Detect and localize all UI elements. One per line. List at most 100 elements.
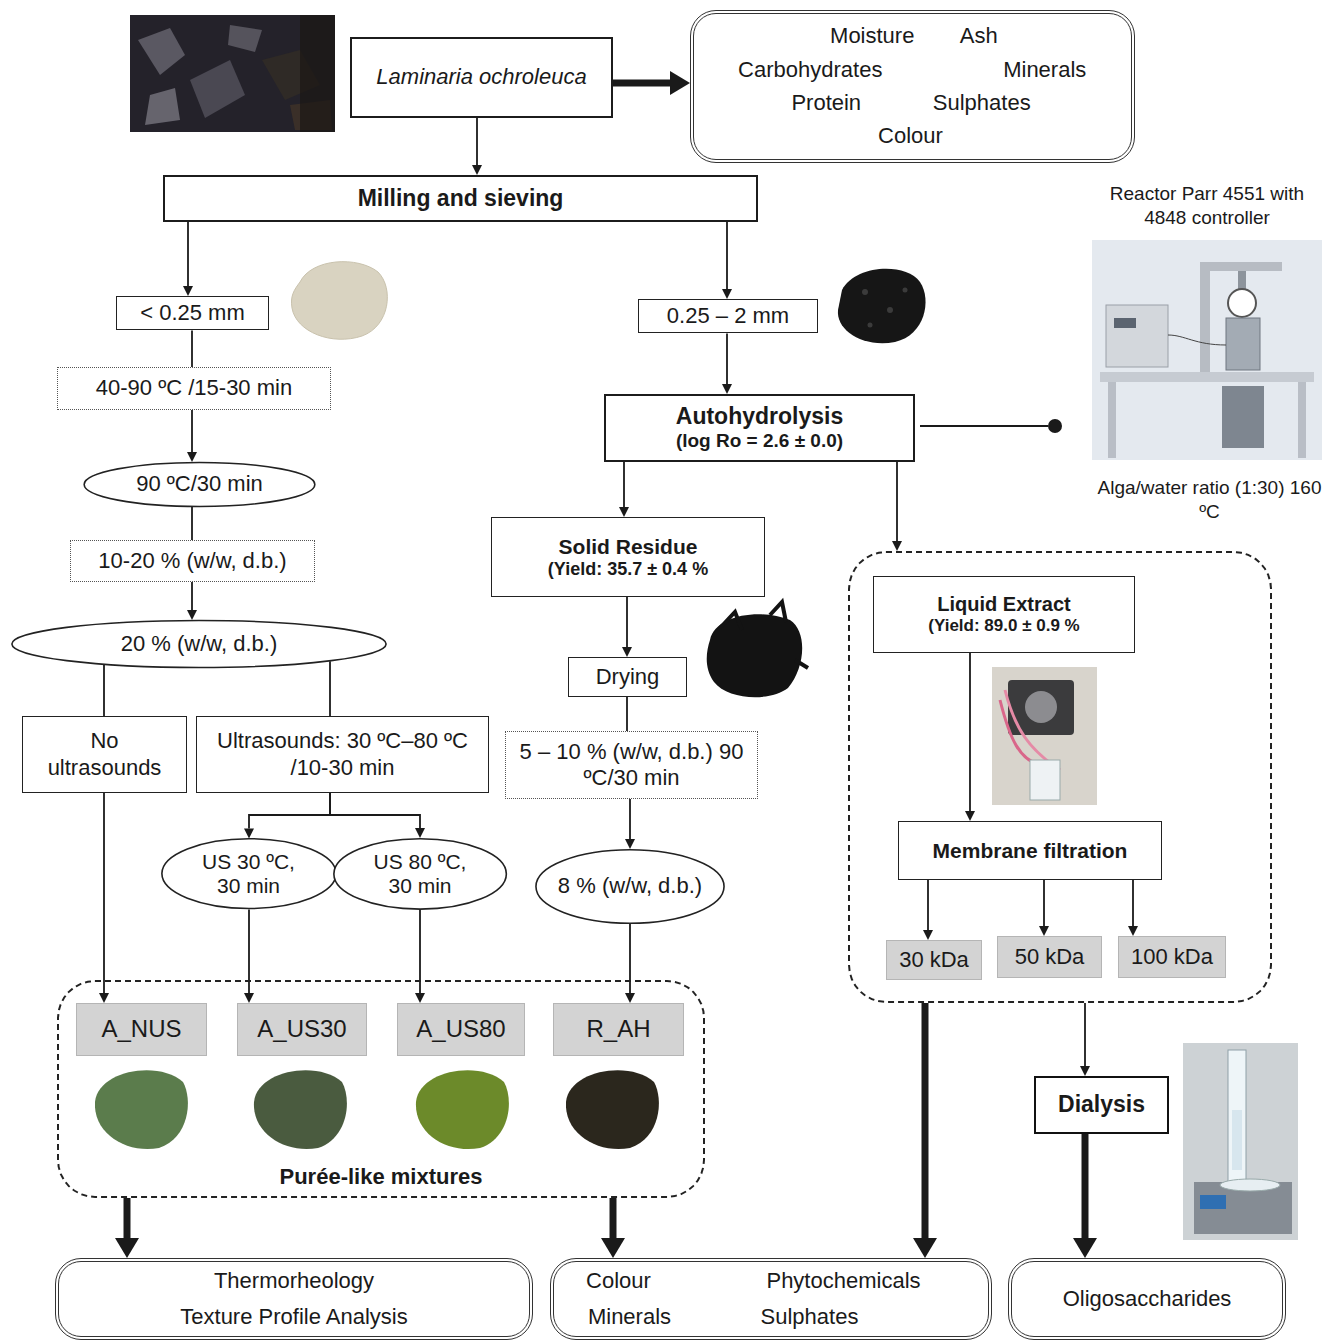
sample-label: R_AH xyxy=(553,1003,684,1056)
granule xyxy=(903,288,908,293)
node-text: Dialysis xyxy=(1058,1091,1145,1119)
node-text: 5 – 10 % (w/w, d.b.) 90 ºC/30 min xyxy=(519,739,744,792)
granule-pile xyxy=(838,269,926,343)
node-text: No ultrasounds xyxy=(40,728,170,781)
flow-arrow xyxy=(191,507,193,540)
bench-top xyxy=(1100,372,1314,382)
granule xyxy=(887,307,893,313)
node-text: Sulphates xyxy=(933,90,1031,116)
reactor-vessel xyxy=(1226,318,1260,370)
condition-box: 10-20 % (w/w, d.b.) xyxy=(70,540,315,582)
node-text: (log Ro = 2.6 ± 0.0) xyxy=(676,430,843,453)
photo-ground xyxy=(1183,1043,1298,1240)
node-text: 30 kDa xyxy=(899,947,969,973)
node-text: US 30 ºC, 30 min xyxy=(193,850,303,898)
condition-ellipse: 90 ºC/30 min xyxy=(83,462,316,507)
ellipse-outline xyxy=(536,850,724,924)
bench-leg xyxy=(1298,382,1306,458)
sample-label: 30 kDa xyxy=(886,940,982,980)
node-text: 8 % (w/w, d.b.) xyxy=(558,873,702,899)
equipment-leader xyxy=(920,425,1048,427)
block-arrow xyxy=(613,80,670,87)
fine-powder-photo xyxy=(291,262,387,340)
flow-arrow xyxy=(726,333,728,384)
collection-flask xyxy=(1030,760,1060,800)
node-text: Texture Profile Analysis xyxy=(180,1304,407,1330)
node-text: Protein xyxy=(791,90,861,116)
product-box: Solid Residue(Yield: 35.7 ± 0.4 % xyxy=(491,517,765,597)
flow-arrow xyxy=(927,880,929,930)
condition-ellipse: 8 % (w/w, d.b.) xyxy=(535,849,725,924)
node-text: 10-20 % (w/w, d.b.) xyxy=(98,548,286,574)
node-text: Carbohydrates xyxy=(738,57,882,83)
sample-label: 100 kDa xyxy=(1118,936,1226,978)
node-text: 20 % (w/w, d.b.) xyxy=(121,631,278,657)
block-arrow xyxy=(124,1198,131,1238)
flow-arrow xyxy=(103,793,105,993)
flow-arrow xyxy=(629,799,631,839)
condition-ellipse: US 80 ºC, 30 min xyxy=(333,838,507,910)
flow-arrow xyxy=(969,653,971,811)
flow-arrow xyxy=(191,582,193,610)
process-box: Ultrasounds: 30 ºC–80 ºC /10-30 min xyxy=(196,716,489,793)
node-text: A_NUS xyxy=(101,1015,181,1044)
node-text: Solid Residue xyxy=(559,534,698,559)
fraction-box: < 0.25 mm xyxy=(116,296,269,330)
node-text: (Yield: 35.7 ± 0.4 % xyxy=(548,559,708,581)
process-box: Dialysis xyxy=(1034,1076,1169,1134)
seaweed-photo xyxy=(130,15,335,132)
condition-box: 40-90 ºC /15-30 min xyxy=(57,367,331,410)
seaweed-highlight xyxy=(138,28,185,75)
species-box: Laminaria ochroleuca xyxy=(350,37,613,118)
dialysis-column xyxy=(1228,1050,1246,1182)
ellipse-outline xyxy=(161,839,335,909)
node-text: Laminaria ochroleuca xyxy=(376,64,586,90)
node-text: (Yield: 89.0 ± 0.9 % xyxy=(928,616,1079,636)
flow-arrow xyxy=(629,924,631,993)
flow-arrow xyxy=(1043,880,1045,926)
block-arrow xyxy=(1082,1134,1089,1238)
residue-flake xyxy=(720,602,808,668)
equipment-note: Reactor Parr 4551 with 4848 controller xyxy=(1107,182,1307,230)
ellipse-outline xyxy=(334,839,506,909)
flow-arrow xyxy=(626,697,628,731)
node-text: Phytochemicals xyxy=(766,1268,920,1294)
node-text: US 80 ºC, 30 min xyxy=(365,850,475,898)
process-box: No ultrasounds xyxy=(22,716,187,793)
node-text: 50 kDa xyxy=(1015,944,1085,970)
condition-box: 5 – 10 % (w/w, d.b.) 90 ºC/30 min xyxy=(505,731,758,799)
flow-arrow xyxy=(249,793,330,828)
cable xyxy=(1168,335,1226,345)
puree-photo xyxy=(416,1070,509,1149)
puree-photo xyxy=(254,1070,347,1149)
node-text: < 0.25 mm xyxy=(140,300,245,326)
seaweed-highlight xyxy=(190,60,245,118)
node-text: Drying xyxy=(596,664,660,690)
condition-ellipse: 20 % (w/w, d.b.) xyxy=(10,620,388,668)
ellipse-outline xyxy=(84,462,315,506)
process-box: Autohydrolysis(log Ro = 2.6 ± 0.0) xyxy=(604,394,915,462)
node-text: Moisture xyxy=(830,23,914,49)
photo-ground xyxy=(130,15,335,132)
process-box: Milling and sieving xyxy=(163,175,758,222)
result-box: Oligosaccharides xyxy=(1008,1258,1286,1340)
equipment-note: Alga/water ratio (1:30) 160 ºC xyxy=(1097,476,1322,524)
photo-ground xyxy=(1092,240,1322,460)
condition-ellipse: US 30 ºC, 30 min xyxy=(161,838,337,909)
group-region: Purée-like mixturesA_NUSA_US30A_US80R_AH xyxy=(57,980,705,1198)
granules-photo xyxy=(838,269,926,343)
node-text: Minerals xyxy=(1003,57,1086,83)
label-holder: Alga/water ratio (1:30) 160 ºC xyxy=(1097,476,1322,524)
controller-unit xyxy=(1106,305,1168,367)
node-text: Membrane filtration xyxy=(933,838,1128,863)
node-text: 40-90 ºC /15-30 min xyxy=(96,375,292,401)
node-text: 90 ºC/30 min xyxy=(136,471,263,497)
sample-label: A_US80 xyxy=(397,1003,525,1056)
flow-arrow xyxy=(187,222,189,286)
analysis-box: MoistureAshCarbohydratesMineralsProteinS… xyxy=(690,10,1135,163)
residue-photo xyxy=(707,602,808,697)
ellipse-outline xyxy=(12,620,386,667)
sample-label: 50 kDa xyxy=(997,936,1102,978)
flow-arrow xyxy=(476,118,478,165)
seaweed-highlight xyxy=(228,25,262,52)
